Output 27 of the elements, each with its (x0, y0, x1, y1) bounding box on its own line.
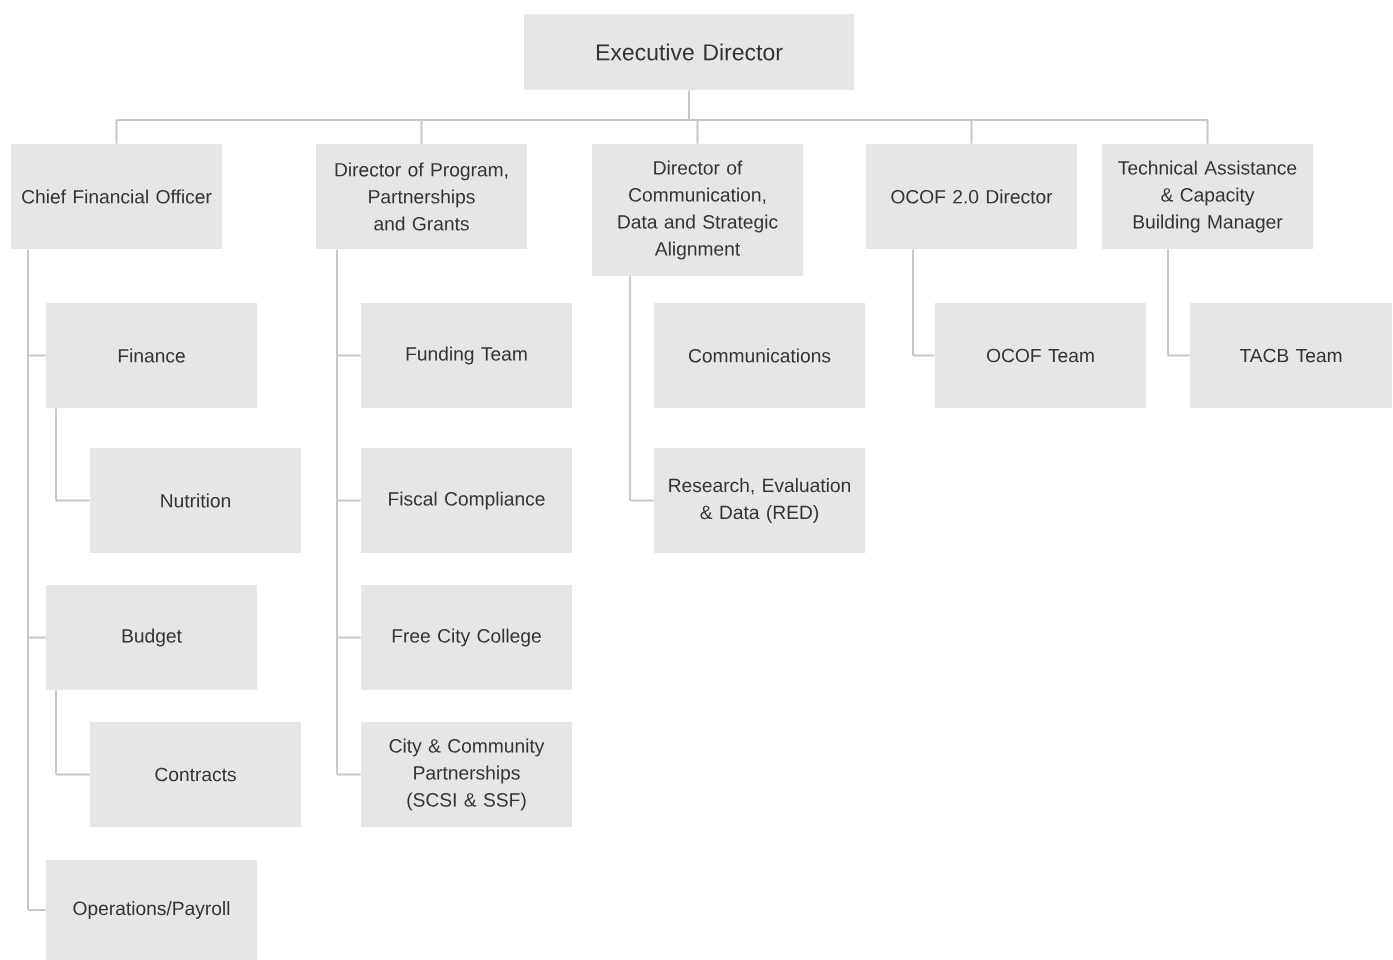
org-box: OCOF 2.0 Director (866, 144, 1077, 249)
connector-line (115, 89, 1209, 145)
org-box: Director of Program, Partnerships and Grants (316, 144, 527, 249)
connector-line (336, 248, 362, 776)
org-box: Fiscal Compliance (361, 448, 572, 553)
org-box: TACB Team (1190, 303, 1392, 408)
org-box: Chief Financial Officer (11, 144, 222, 249)
org-box: Contracts (90, 722, 301, 827)
org-box: Budget (46, 585, 257, 690)
connector-line (1167, 248, 1191, 357)
org-box: Operations/Payroll (46, 860, 257, 960)
connector-line (27, 248, 47, 911)
connector-line (629, 275, 655, 502)
org-box: Research, Evaluation & Data (RED) (654, 448, 865, 553)
org-box: Nutrition (90, 448, 301, 553)
org-box: Finance (46, 303, 257, 408)
org-box: Technical Assistance & Capacity Building Manager (1102, 144, 1313, 249)
connector-line (55, 407, 91, 502)
org-box: Free City College (361, 585, 572, 690)
connector-line (912, 248, 936, 357)
org-box: Communications (654, 303, 865, 408)
connector-line (55, 689, 91, 776)
org-box: Executive Director (524, 14, 854, 90)
org-box: Funding Team (361, 303, 572, 408)
org-box: OCOF Team (935, 303, 1146, 408)
org-box: Director of Communication, Data and Strategic Alignment (592, 144, 803, 276)
org-box: City & Community Partnerships (SCSI & SSF) (361, 722, 572, 827)
